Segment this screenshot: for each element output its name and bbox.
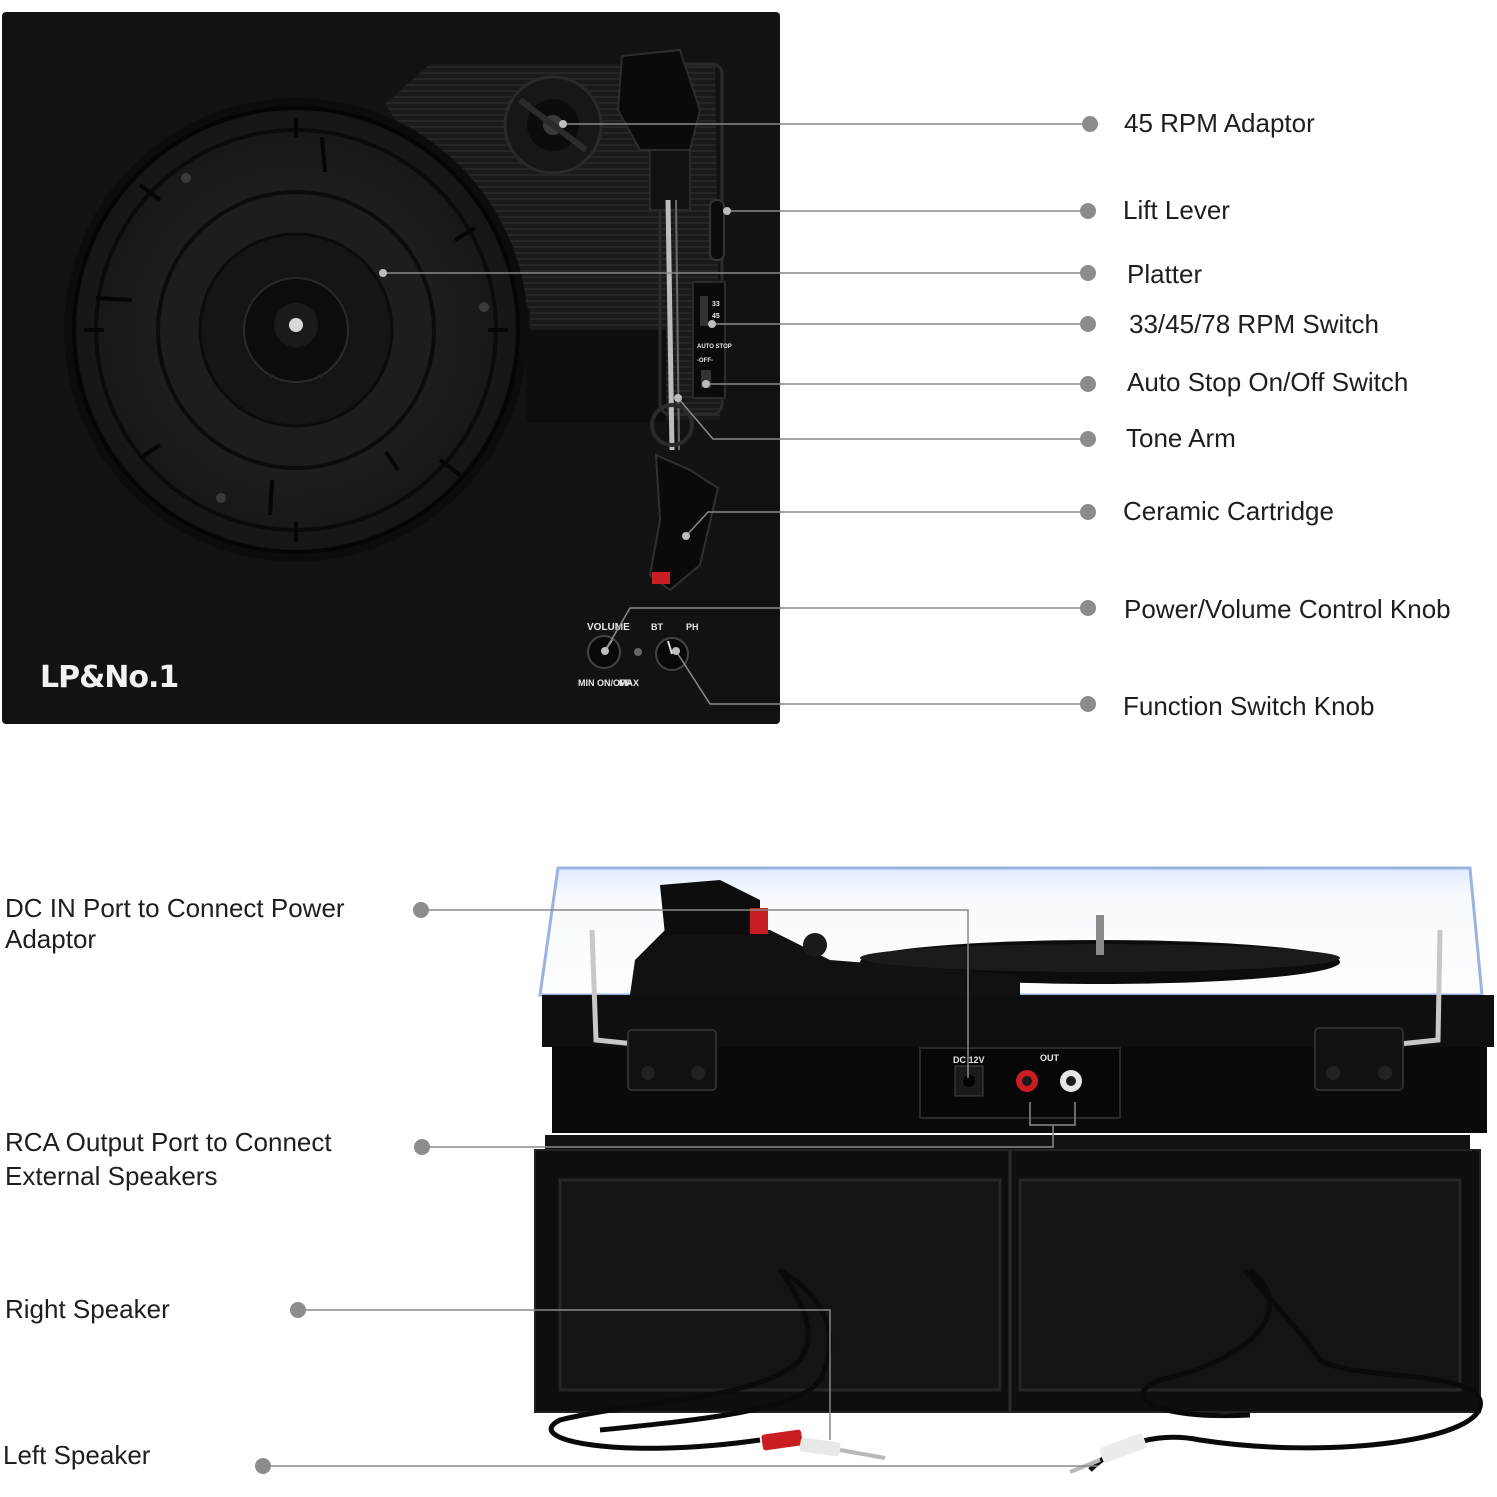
callout-dot bbox=[1080, 504, 1096, 520]
callout-tone-arm: Tone Arm bbox=[1126, 423, 1236, 453]
callout-dot bbox=[1080, 265, 1096, 281]
callout-dot bbox=[414, 1139, 430, 1155]
hinge-right bbox=[1314, 929, 1443, 1091]
port-panel: DC 12V OUT bbox=[919, 1047, 1121, 1119]
callout-lift-lever: Lift Lever bbox=[1123, 195, 1230, 225]
callout-dot bbox=[413, 902, 429, 918]
speaker-cables bbox=[548, 1267, 1483, 1472]
callout-right-speaker: Right Speaker bbox=[5, 1294, 170, 1324]
callout-rpm-switch: 33/45/78 RPM Switch bbox=[1129, 309, 1380, 339]
callout-dot bbox=[1080, 316, 1096, 332]
hinge-left bbox=[589, 929, 717, 1091]
right-speaker bbox=[558, 1178, 1002, 1392]
leader-function-knob bbox=[675, 650, 1088, 705]
callout-dot bbox=[290, 1302, 306, 1318]
switch-panel: 33 45 AUTO STOP -OFF- bbox=[692, 281, 732, 399]
svg-text:DC 12V: DC 12V bbox=[953, 1055, 985, 1065]
callout-dot bbox=[1080, 203, 1096, 219]
callout-dot bbox=[1080, 376, 1096, 392]
svg-text:VOLUME: VOLUME bbox=[587, 622, 630, 633]
callout-ceramic-cartridge: Ceramic Cartridge bbox=[1123, 496, 1334, 526]
callout-dc-in-port: DC IN Port to Connect Power Adaptor bbox=[5, 893, 345, 954]
callout-auto-stop-switch: Auto Stop On/Off Switch bbox=[1127, 367, 1409, 397]
callout-function-switch-knob: Function Switch Knob bbox=[1123, 691, 1375, 721]
leader-rca-output bbox=[422, 1102, 1076, 1148]
arm-base-panel bbox=[526, 330, 666, 422]
brand-logo: LP&No.1 bbox=[40, 660, 179, 695]
callout-platter: Platter bbox=[1127, 259, 1203, 289]
turntable-back-view: DC 12V OUT bbox=[534, 866, 1494, 1474]
control-knobs: VOLUME BT PH MIN ON/OFF MAX bbox=[578, 622, 699, 688]
left-speaker bbox=[1018, 1178, 1462, 1392]
callout-power-volume-knob: Power/Volume Control Knob bbox=[1124, 594, 1451, 624]
callout-dot bbox=[255, 1458, 271, 1474]
svg-text:33: 33 bbox=[712, 301, 720, 308]
callout-45-rpm-adaptor: 45 RPM Adaptor bbox=[1124, 108, 1315, 138]
lift-lever bbox=[709, 199, 725, 261]
svg-text:MAX: MAX bbox=[619, 678, 639, 688]
svg-text:BT: BT bbox=[651, 622, 663, 632]
callout-dot bbox=[1080, 431, 1096, 447]
leader-volume-knob bbox=[604, 607, 1088, 652]
turntable-top-view: 33 45 AUTO STOP -OFF- VOLUME BT PH MIN O… bbox=[2, 12, 780, 724]
svg-text:45: 45 bbox=[712, 313, 720, 320]
svg-text:MIN ON/OFF: MIN ON/OFF bbox=[578, 678, 631, 688]
platter bbox=[64, 98, 528, 562]
tone-arm bbox=[616, 48, 724, 592]
svg-text:AUTO STOP: AUTO STOP bbox=[697, 344, 732, 350]
leader-tone-arm bbox=[677, 397, 1088, 440]
adaptor-holder bbox=[503, 75, 603, 175]
callout-dot bbox=[1082, 116, 1098, 132]
rca-plugs-red-white bbox=[761, 1429, 886, 1460]
svg-text:PH: PH bbox=[686, 622, 699, 632]
svg-text:-OFF-: -OFF- bbox=[697, 358, 713, 364]
speaker-cabinet bbox=[534, 1135, 1481, 1413]
leader-right-speaker bbox=[298, 1309, 831, 1440]
leader-cartridge bbox=[685, 511, 1088, 537]
callout-dot bbox=[1080, 600, 1096, 616]
callout-left-speaker: Left Speaker bbox=[3, 1440, 151, 1470]
callout-dot bbox=[1080, 696, 1096, 712]
leader-dc-in bbox=[421, 909, 969, 1078]
callout-rca-output-port: RCA Output Port to Connect External Spea… bbox=[5, 1127, 332, 1191]
svg-text:OUT: OUT bbox=[1040, 1053, 1060, 1063]
